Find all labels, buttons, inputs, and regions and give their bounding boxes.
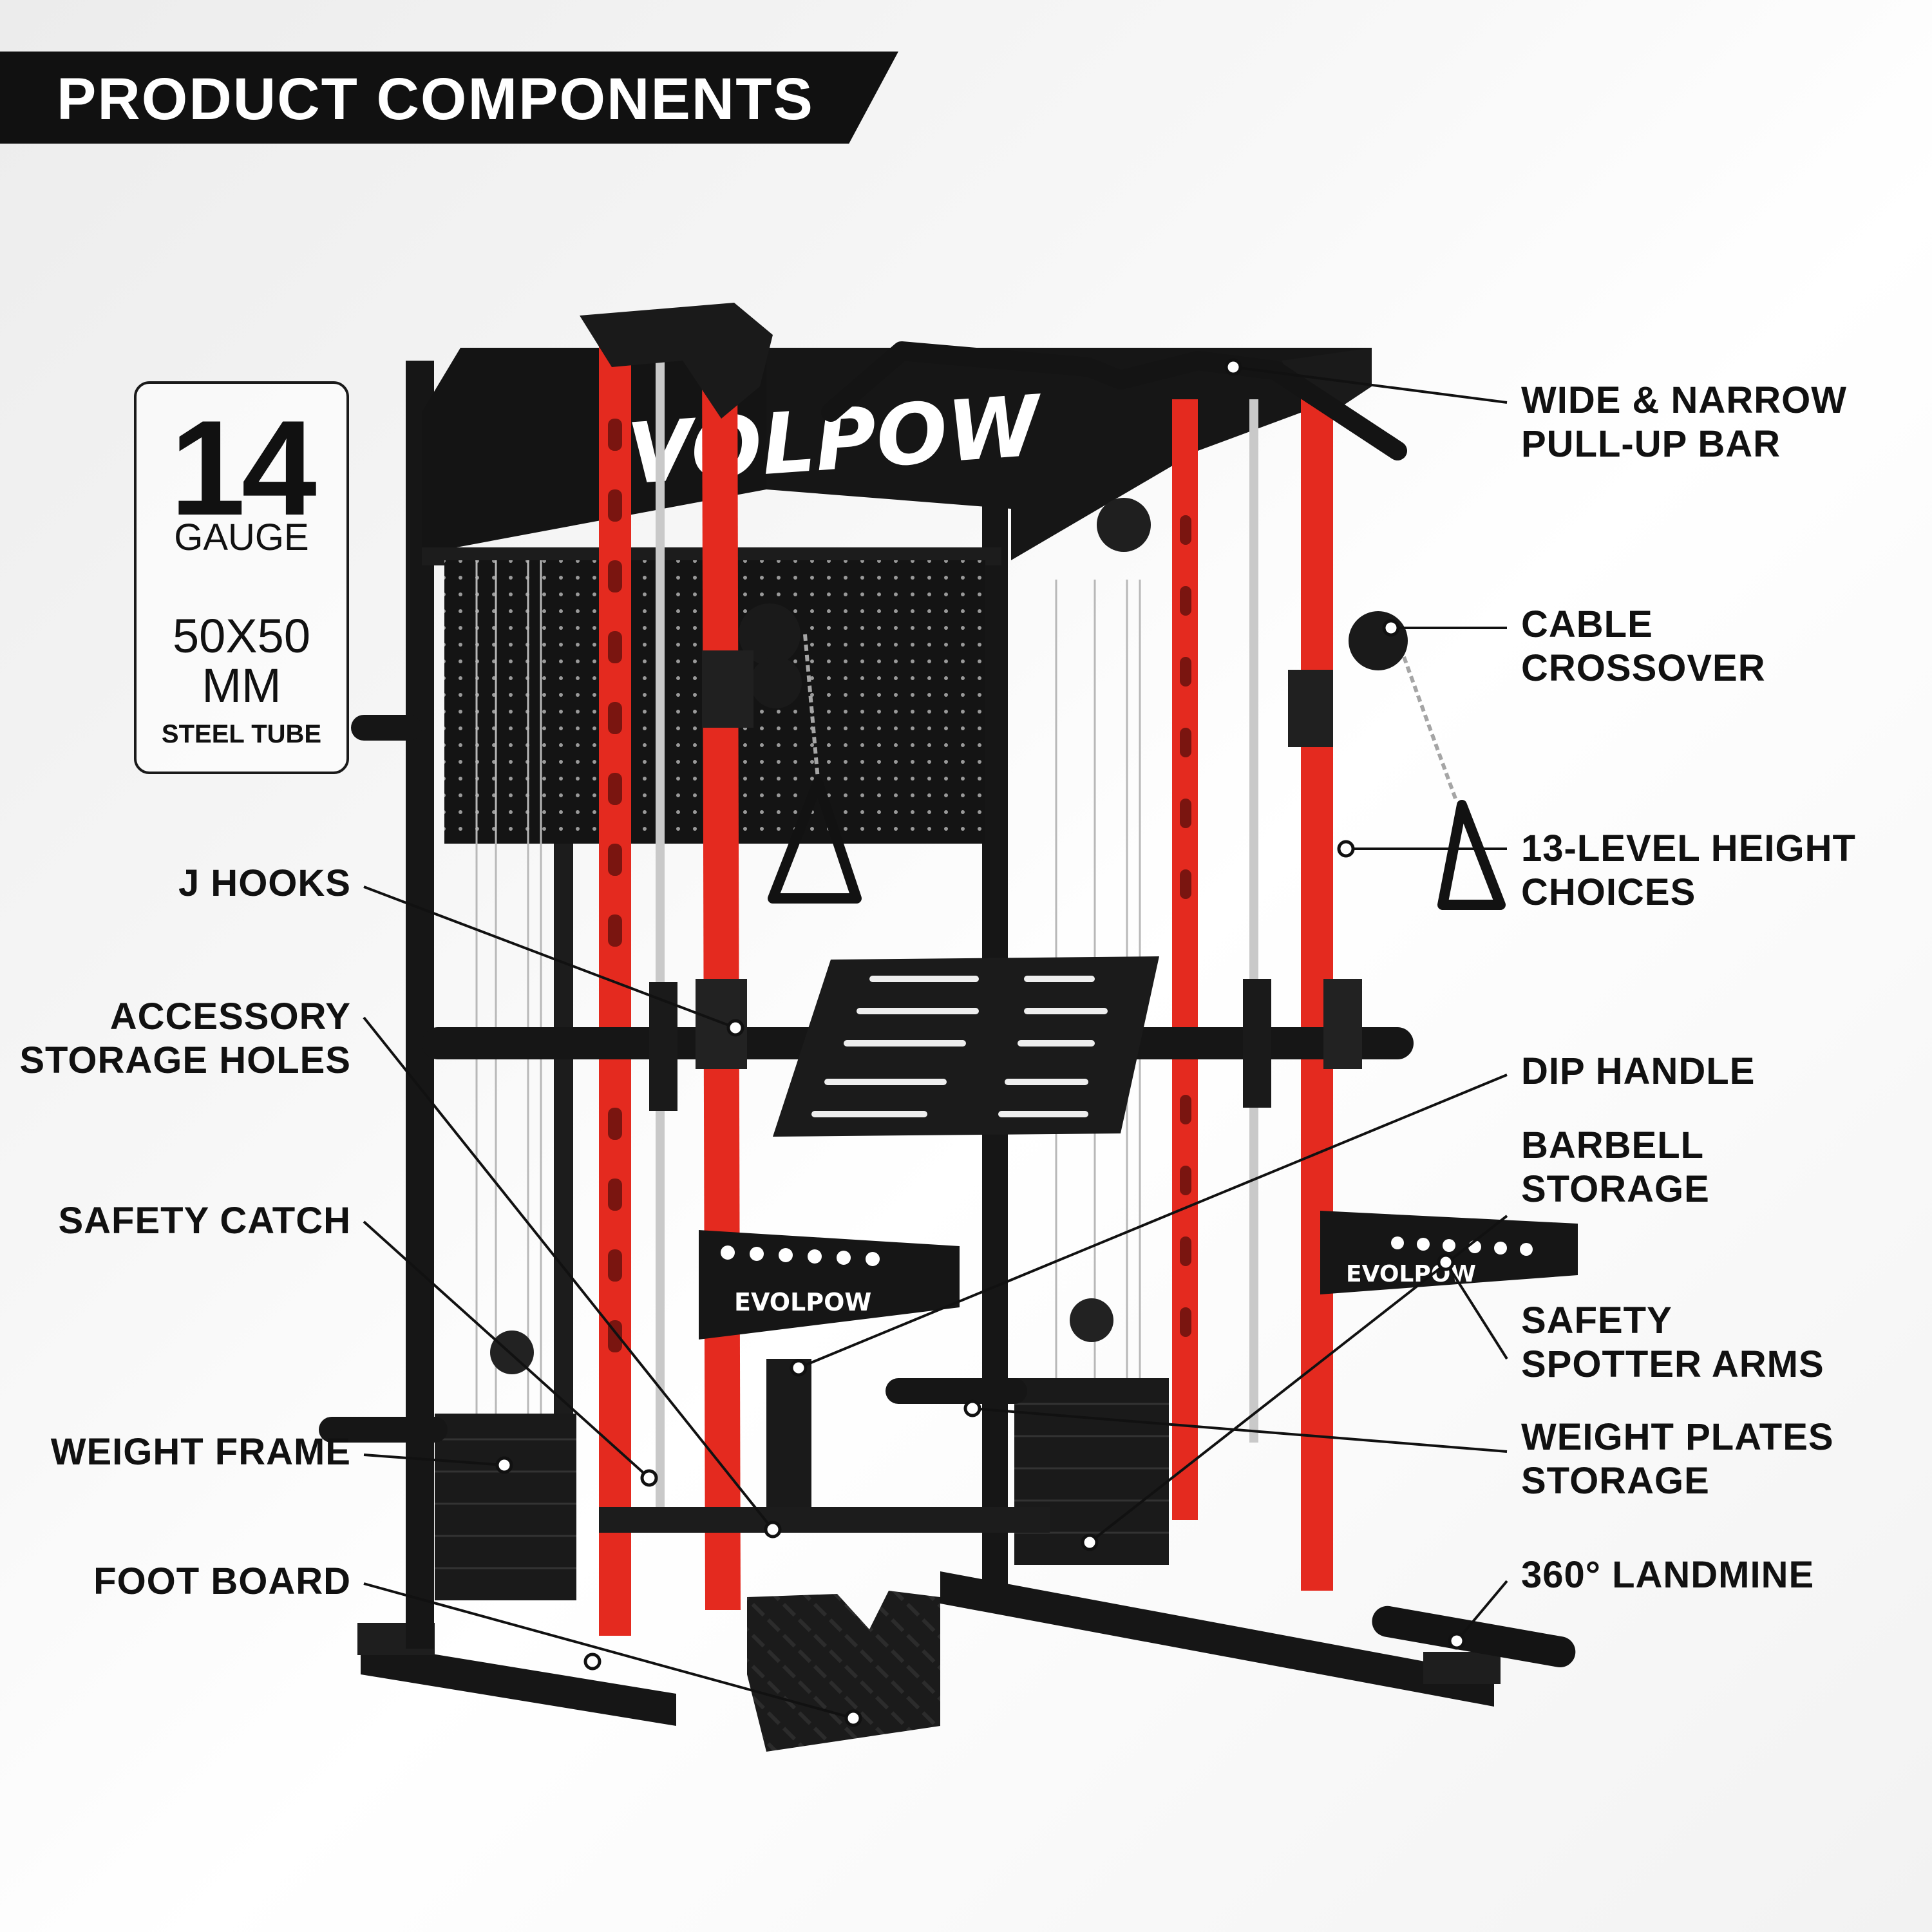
plate-horn-left — [319, 1417, 448, 1443]
spec-badge: 14 GAUGE 50X50 MM STEEL TUBE — [134, 381, 349, 774]
guide-rod-left — [656, 348, 665, 1507]
guide-rod-right — [1249, 399, 1258, 1443]
spotter-logo-left: EVOLPOW — [734, 1288, 871, 1316]
dip-handle — [766, 1359, 811, 1513]
upright-holes — [608, 419, 1191, 1352]
callout-landmine: 360° LANDMINE — [1521, 1554, 1815, 1596]
spotter-logo-right: EVOLPOW — [1346, 1261, 1476, 1287]
carriage-right — [1288, 670, 1333, 747]
red-upright-3 — [1172, 399, 1198, 1520]
plate-horn-right — [886, 1378, 1027, 1404]
leader-lines — [363, 366, 1508, 1719]
base-rail-right — [940, 1571, 1494, 1707]
callout-safety-catch: SAFETY CATCH — [58, 1200, 351, 1242]
tube-size-line1: 50X50 — [173, 609, 310, 663]
top-side-plate — [422, 348, 766, 554]
callout-dip-handle: DIP HANDLE — [1521, 1050, 1756, 1092]
callout-j-hooks: J HOOKS — [178, 862, 351, 904]
chain-right — [1402, 656, 1457, 800]
callout-foot-board: FOOT BOARD — [93, 1560, 351, 1602]
gauge-number: 14 — [170, 392, 317, 544]
j-hook-right — [1243, 979, 1271, 1108]
handle-right — [1437, 800, 1506, 910]
spotter-arm-right — [1320, 1211, 1578, 1294]
bar-sleeve-right — [1323, 979, 1362, 1069]
gauge-label: GAUGE — [174, 516, 309, 558]
top-crossbar — [766, 348, 1372, 560]
chain-left — [803, 634, 820, 780]
base-rail-left — [361, 1642, 676, 1726]
weight-stack-right — [1014, 1378, 1169, 1565]
page-title: PRODUCT COMPONENTS — [57, 66, 814, 132]
pull-up-bar — [821, 341, 1407, 460]
base-foot-right — [1423, 1652, 1501, 1684]
foot-board — [747, 1591, 940, 1752]
leader-dots — [495, 358, 1466, 1727]
machine-frame: VOLPOW — [319, 303, 1578, 1752]
red-upright-1 — [599, 335, 631, 1636]
tube-size-line2: MM — [202, 659, 281, 712]
title-banner: PRODUCT COMPONENTS — [0, 52, 898, 144]
landmine-plate-rack — [773, 956, 1159, 1137]
landmine-sleeve — [1372, 1605, 1576, 1668]
rack-slots — [811, 976, 1108, 1117]
pulley-left-2 — [750, 657, 802, 708]
pulley-top-mid — [1097, 498, 1151, 552]
handle-left — [768, 777, 862, 904]
stack-pulley-right — [1070, 1298, 1113, 1342]
weight-stack-left — [435, 1414, 576, 1600]
spotter-arm-left — [699, 1230, 960, 1340]
plate-horn-rear — [351, 715, 422, 741]
callout-weight-frame: WEIGHT FRAME — [50, 1431, 351, 1473]
carriage-left — [702, 650, 753, 728]
pulley-left — [739, 603, 800, 665]
tube-label: STEEL TUBE — [161, 720, 322, 748]
dip-handle-bar — [599, 1507, 1050, 1533]
pulley-right — [1349, 611, 1408, 670]
red-upright-4 — [1301, 361, 1333, 1591]
top-bracket-left — [580, 303, 773, 419]
